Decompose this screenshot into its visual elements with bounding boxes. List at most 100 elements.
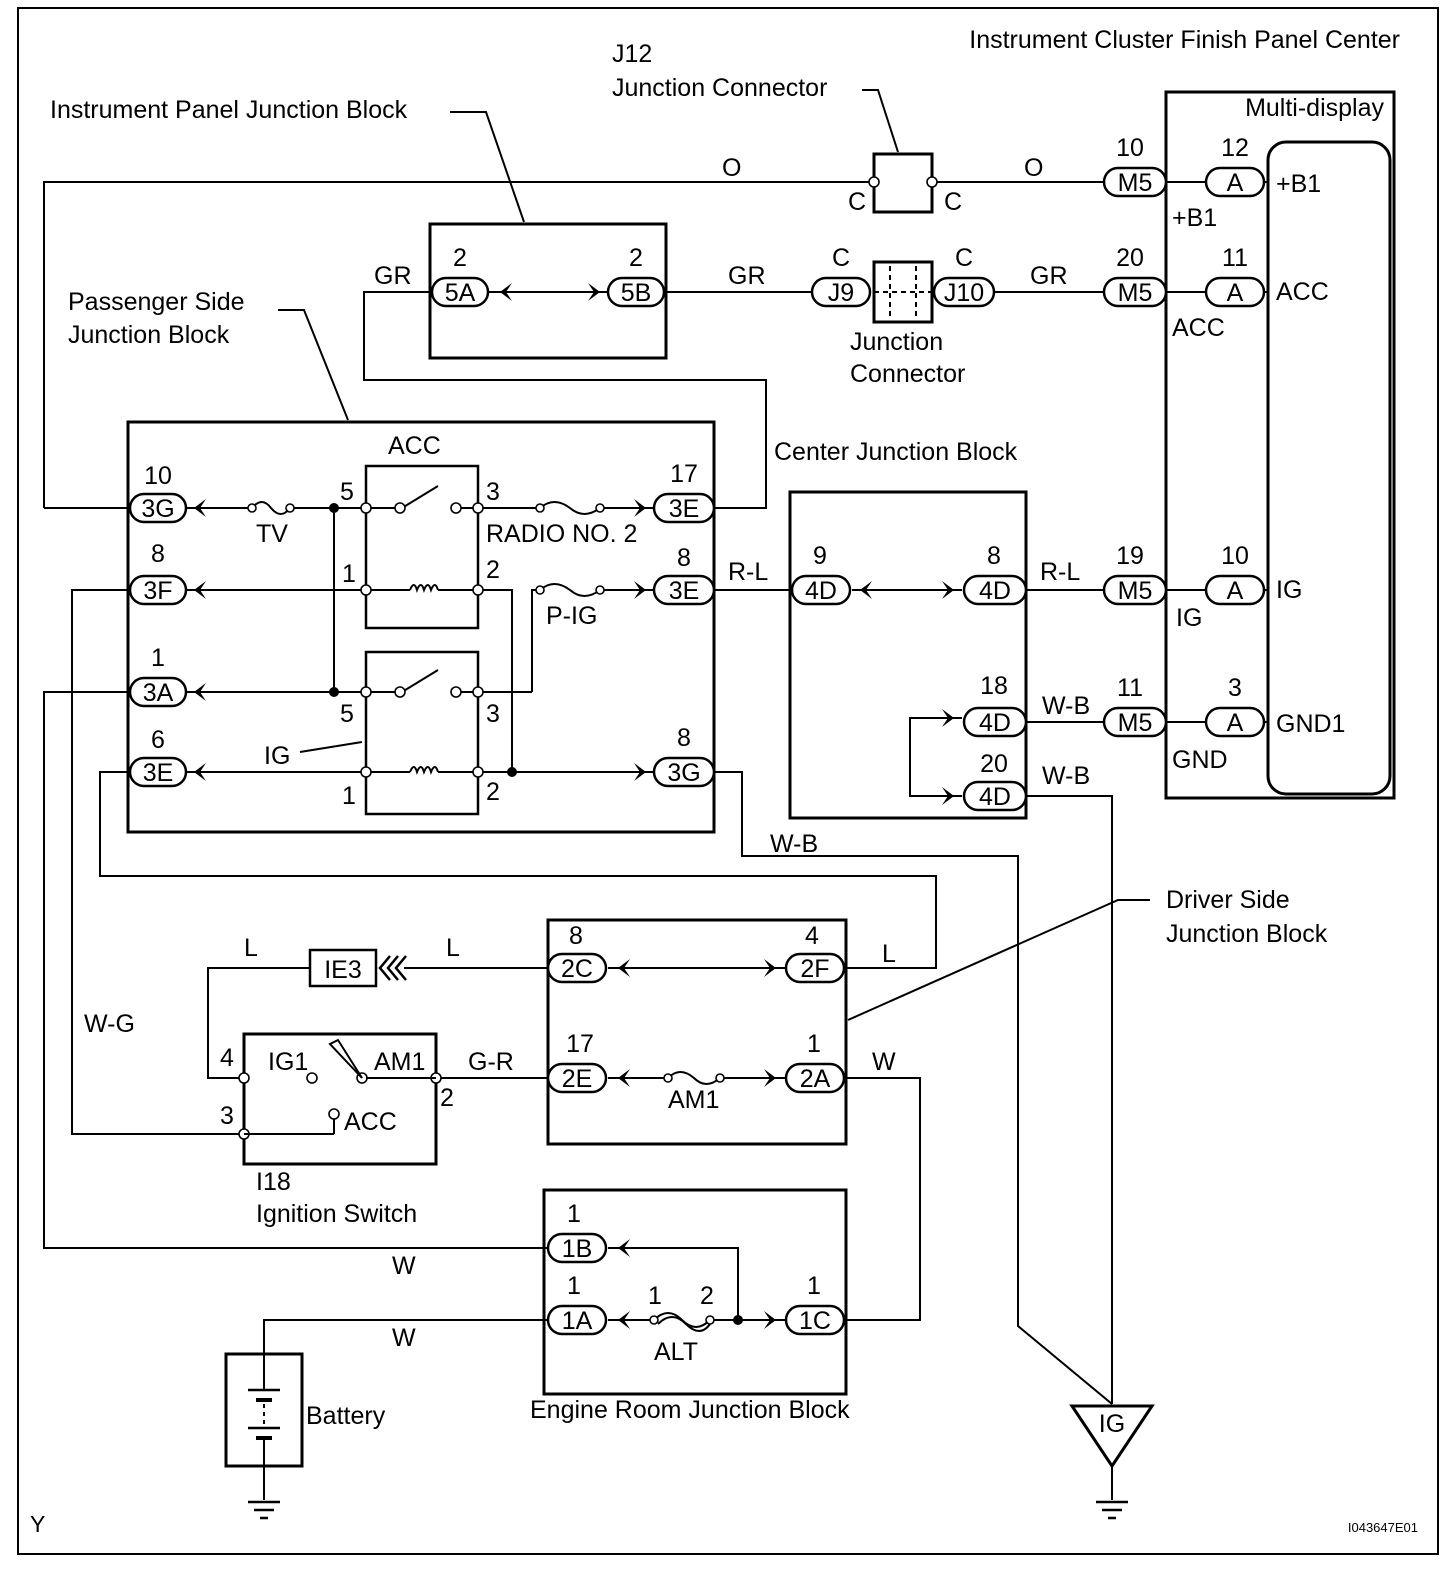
acc-relay-pin1: 1 [342, 560, 356, 588]
svg-text:2: 2 [629, 244, 643, 272]
svg-text:A: A [1227, 577, 1244, 605]
svg-text:3E: 3E [669, 495, 700, 523]
svg-text:2: 2 [453, 244, 467, 272]
md-label-acc: ACC [1276, 278, 1329, 306]
svg-text:A: A [1227, 169, 1244, 197]
ignition-switch-box [242, 1032, 438, 1166]
diagram-frame [17, 7, 1439, 1555]
multi-display-box [1164, 90, 1396, 800]
svg-text:M5: M5 [1118, 577, 1153, 605]
wires [43, 181, 1268, 1500]
svg-text:M5: M5 [1118, 169, 1153, 197]
wire-gr-2: GR [728, 262, 766, 290]
ignition-switch-name: Ignition Switch [256, 1200, 417, 1228]
svg-text:4D: 4D [805, 577, 837, 605]
svg-text:3: 3 [1228, 674, 1242, 702]
svg-text:17: 17 [566, 1030, 594, 1058]
svg-text:17: 17 [670, 460, 698, 488]
svg-text:10: 10 [1221, 542, 1249, 570]
relay-pins [247, 502, 605, 778]
ig-ground-triangle [1069, 1404, 1155, 1469]
acc-relay-pin5: 5 [340, 478, 354, 506]
ipjb-box [428, 222, 668, 360]
fuse-am1-label: AM1 [668, 1086, 719, 1114]
md-label-ig: IG [1276, 576, 1302, 604]
svg-text:M5: M5 [1118, 279, 1153, 307]
psjb-title-2: Junction Block [68, 321, 230, 349]
svg-text:2A: 2A [800, 1065, 831, 1093]
svg-text:1: 1 [807, 1030, 821, 1058]
svg-text:1C: 1C [799, 1307, 831, 1335]
svg-text:3E: 3E [143, 759, 174, 787]
connector-a-11: A 11 [1204, 244, 1266, 308]
wire-l-2: L [446, 934, 460, 962]
connector-m5-10: M5 10 [1102, 134, 1168, 198]
svg-text:4D: 4D [979, 577, 1011, 605]
ig-relay-pin2: 2 [486, 778, 500, 806]
wire-l-3: L [882, 940, 896, 968]
wire-w-3: W [392, 1324, 416, 1352]
battery-ground-symbol [248, 1500, 280, 1520]
j12-connector [872, 152, 934, 214]
svg-text:3G: 3G [141, 495, 174, 523]
connector-1c-1: 1C 1 [784, 1272, 846, 1336]
fuse-radio-label: RADIO NO. 2 [486, 520, 637, 548]
sw-pin3: 3 [220, 1102, 234, 1130]
connector-2e-17: 2E 17 [546, 1030, 608, 1094]
wire-color-labels: O O GR GR GR R-L R-L W-B W-B W-B L L L W… [84, 154, 1090, 1352]
connector-3g-10: 3G 10 [128, 462, 188, 524]
svg-text:A: A [1227, 709, 1244, 737]
fuse-tv-label: TV [256, 520, 288, 548]
sw-ig1-label: IG1 [268, 1048, 308, 1076]
psjb-title-1: Passenger Side [68, 288, 245, 316]
svg-text:M5: M5 [1118, 709, 1153, 737]
connector-1b-1: 1B 1 [546, 1200, 608, 1264]
md-outlabel-plus-b1: +B1 [1172, 204, 1217, 232]
svg-text:5A: 5A [445, 279, 476, 307]
erjb-box [542, 1188, 848, 1396]
wire-wb-2: W-B [1042, 762, 1090, 790]
ig-relay-pin1: 1 [342, 782, 356, 810]
connector-5a-2: 5A 2 [430, 244, 490, 308]
ie3-connector [308, 948, 378, 988]
connector-3f-8: 3F 8 [128, 540, 188, 606]
svg-text:2F: 2F [800, 955, 829, 983]
connector-2f-4: 2F 4 [784, 922, 846, 984]
connector-4d-9: 4D 9 [790, 542, 852, 606]
ignition-switch-code: I18 [256, 1168, 291, 1196]
dsjb-box [546, 918, 848, 1146]
multi-display-title: Multi-display [1245, 94, 1384, 122]
j12-name: Junction Connector [612, 74, 827, 102]
ig-relay-label: IG [264, 742, 290, 770]
svg-text:10: 10 [144, 462, 172, 490]
j12-code: J12 [612, 40, 652, 68]
svg-text:1B: 1B [562, 1235, 593, 1263]
svg-text:3A: 3A [143, 679, 174, 707]
md-label-gnd1: GND1 [1276, 710, 1345, 738]
connector-j9: J9 C [810, 244, 872, 308]
jc-title-1: Junction [850, 328, 943, 356]
svg-text:10: 10 [1116, 134, 1144, 162]
wire-gr-3: GR [1030, 262, 1068, 290]
cjb-title: Center Junction Block [774, 438, 1018, 466]
ig-relay-pin5: 5 [340, 700, 354, 728]
j12-pin-left: C [848, 188, 866, 216]
connector-a-10: A 10 [1204, 542, 1266, 606]
psjb-box [126, 420, 716, 834]
connector-m5-11: M5 11 [1102, 674, 1168, 738]
acc-relay-label: ACC [388, 432, 441, 460]
connector-2c-8: 2C 8 [546, 922, 608, 984]
psjb-wiring [186, 485, 654, 773]
connector-4d-20: 4D 20 [962, 750, 1028, 812]
connector-3e-8: 3E 8 [652, 544, 716, 606]
panel-title: Instrument Cluster Finish Panel Center [969, 26, 1400, 54]
acc-relay-pin3: 3 [486, 478, 500, 506]
svg-text:3G: 3G [667, 759, 700, 787]
connector-1a-1: 1A 1 [546, 1272, 608, 1336]
svg-text:C: C [955, 244, 973, 272]
sw-pin4: 4 [220, 1044, 234, 1072]
ig-relay-pin3: 3 [486, 700, 500, 728]
wire-rl-2: R-L [1040, 558, 1080, 586]
connector-2a-1: 2A 1 [784, 1030, 846, 1094]
svg-text:1A: 1A [562, 1307, 593, 1335]
